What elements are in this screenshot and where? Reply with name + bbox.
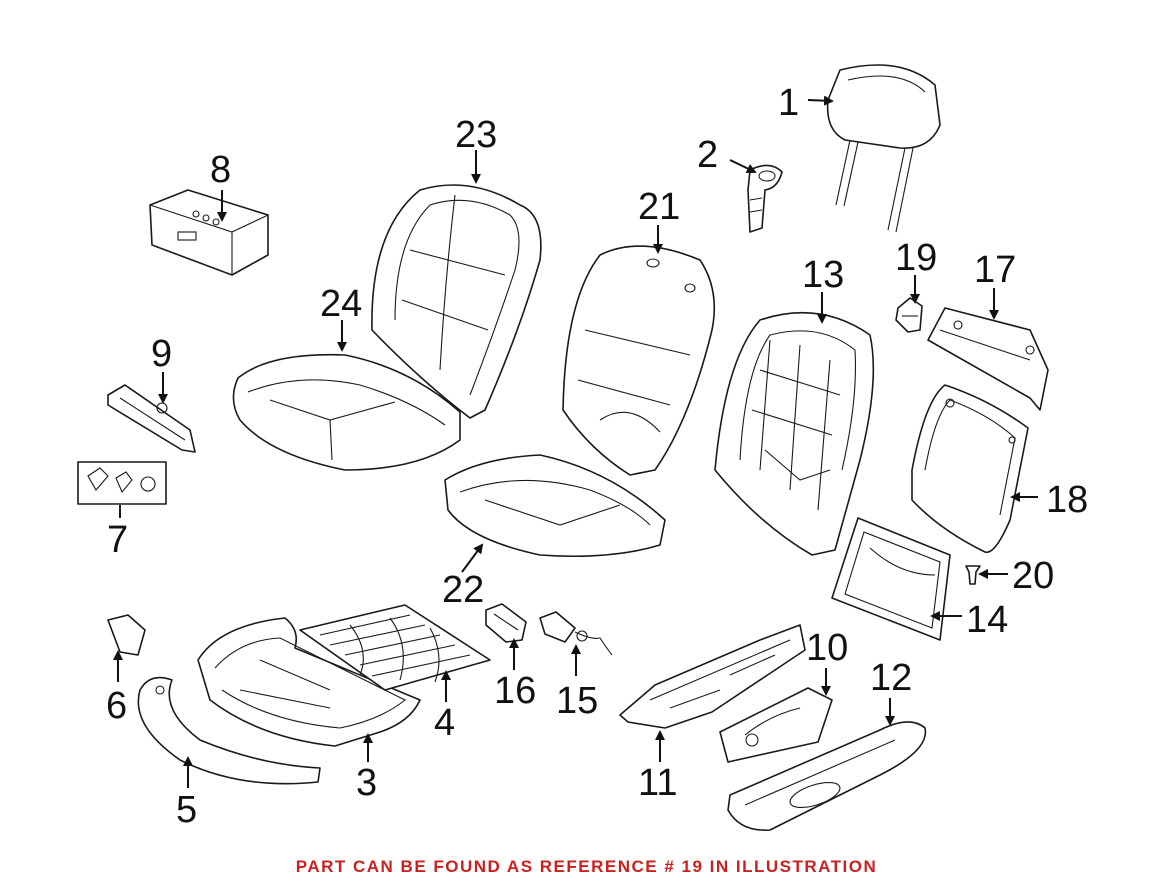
callout-17: 17: [974, 249, 1016, 291]
callout-7: 7: [107, 519, 128, 561]
backrest-cover-part: [371, 184, 542, 419]
seat-track-part: [619, 624, 806, 729]
headrest-part: [826, 64, 941, 233]
callout-20: 20: [1012, 555, 1054, 597]
callout-15: 15: [556, 680, 598, 722]
callout-labels: 1 2 3 4 5 6 7 8 9 10 11 12 13 14 15 16 1…: [106, 82, 1088, 831]
backrest-pad-part: [562, 245, 716, 476]
switch-housing-part: [719, 687, 833, 763]
callout-10: 10: [806, 627, 848, 669]
reference-note: PART CAN BE FOUND AS REFERENCE # 19 IN I…: [295, 857, 878, 876]
spring-mat-part: [299, 604, 491, 691]
seat-cushion-cover-part: [232, 353, 461, 471]
callout-3: 3: [356, 762, 377, 804]
headrest-guide-part: [747, 164, 783, 233]
callout-21: 21: [638, 186, 680, 228]
rear-panel-part: [911, 384, 1029, 553]
leader-lines: [113, 95, 1038, 788]
callout-9: 9: [151, 333, 172, 375]
callout-1: 1: [778, 82, 799, 124]
side-cover-part: [727, 721, 927, 831]
callout-18: 18: [1046, 479, 1088, 521]
seat-pan-part: [197, 617, 421, 747]
hardware-kit-part: [77, 461, 167, 505]
cover-box-part: [149, 189, 269, 276]
bracket-part: [107, 384, 196, 453]
callout-19: 19: [895, 237, 937, 279]
callout-4: 4: [434, 702, 455, 744]
wire-harness-part: [539, 611, 613, 656]
callout-8: 8: [210, 149, 231, 191]
callout-23: 23: [455, 114, 497, 156]
callout-16: 16: [494, 670, 536, 712]
small-cover-part: [107, 614, 146, 656]
screw-part: [965, 565, 981, 585]
back-plate-part: [831, 517, 951, 641]
callout-11: 11: [638, 762, 677, 804]
callout-6: 6: [106, 685, 127, 727]
connector-part: [485, 603, 527, 643]
callout-5: 5: [176, 789, 197, 831]
backrest-frame-part: [714, 311, 875, 556]
callout-14: 14: [966, 599, 1008, 641]
seat-cushion-pad-part: [444, 454, 666, 558]
callout-24: 24: [320, 283, 362, 325]
callout-2: 2: [697, 134, 718, 176]
callout-22: 22: [442, 569, 484, 611]
callout-13: 13: [802, 254, 844, 296]
upper-panel-part: [927, 307, 1049, 411]
callout-12: 12: [870, 657, 912, 699]
clip-part: [895, 297, 923, 333]
